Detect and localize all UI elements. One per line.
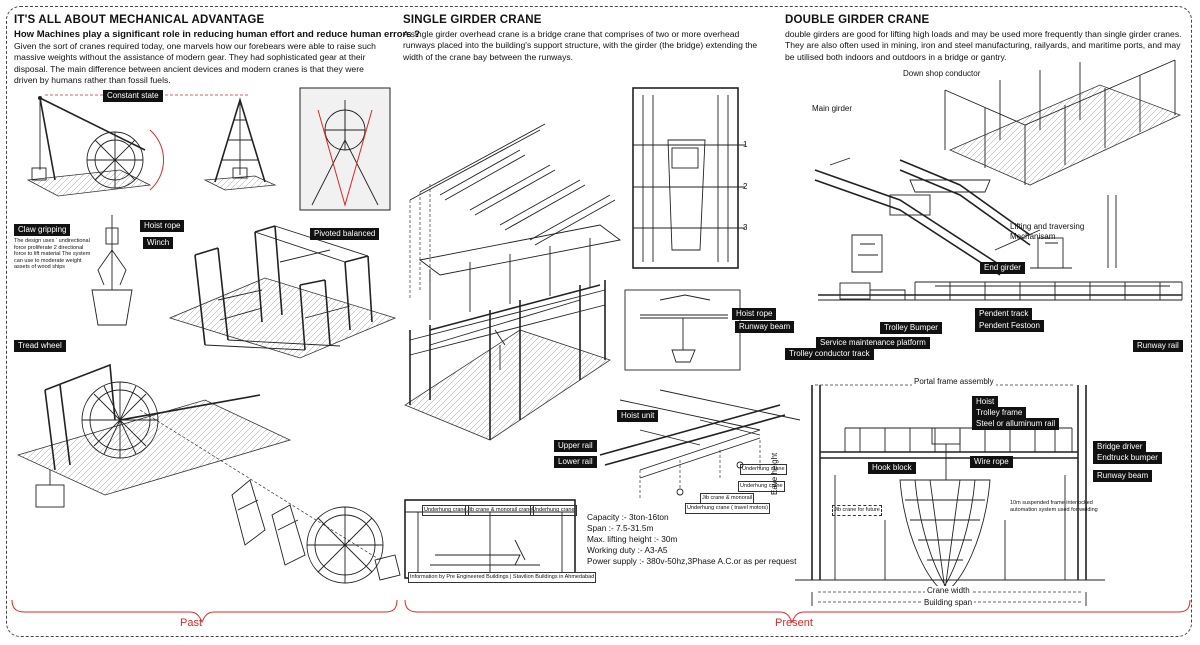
- building-frame-drawing: [944, 59, 1182, 268]
- past-subtitle: How Machines play a significant role in …: [14, 29, 420, 40]
- label-trolley-bumper: Trolley Bumper: [880, 322, 942, 334]
- plan-view-drawing: [632, 87, 745, 269]
- label-hoist-rope: Hoist rope: [140, 220, 185, 232]
- dashed-border: [6, 6, 1192, 637]
- timber-frame-drawing: [168, 225, 397, 359]
- section-label-1: Underhung crane: [422, 505, 469, 516]
- label-trolley-conductor: Trolley conductor track: [785, 348, 874, 360]
- jib-crane-drawing: [26, 96, 164, 197]
- label-underhung-crane-b: Underhung crane: [738, 481, 785, 492]
- label-service-platform: Service maintenance platform: [816, 337, 930, 349]
- section-credit: Information by Pre Engineered Buildings …: [408, 572, 597, 583]
- label-end-girder: End girder: [980, 262, 1025, 274]
- label-wire-rope: Wire rope: [970, 456, 1013, 468]
- plan-mark-2: 2: [743, 182, 748, 191]
- end-girder-drawing: [851, 234, 1072, 273]
- label-winch: Winch: [143, 237, 174, 249]
- label-building-span: Building span: [922, 598, 975, 608]
- past-title: IT'S ALL ABOUT MECHANICAL ADVANTAGE: [14, 14, 265, 26]
- label-bridge-driver: Bridge driver: [1093, 441, 1147, 453]
- label-endtruck-bumper: Endtruck bumper: [1093, 452, 1162, 464]
- single-text: A single girder overhead crane is a brid…: [403, 29, 758, 62]
- label-main-girder: Main girder: [812, 104, 853, 113]
- label-upper-rail: Upper rail: [554, 440, 597, 452]
- label-claw-gripping: Claw gripping: [14, 224, 71, 236]
- label-eave-height: Eave height: [770, 452, 779, 495]
- label-jib-crane-monorail: Jib crane & monorail: [700, 493, 755, 504]
- label-tread-wheel: Tread wheel: [14, 340, 66, 352]
- exploded-single-girder-drawing: [404, 123, 622, 441]
- label-underhung-travel: Underhung crane ( travel motors): [685, 503, 771, 514]
- label-crane-width: Crane width: [925, 586, 972, 596]
- double-title: DOUBLE GIRDER CRANE: [785, 14, 930, 26]
- era-past: Past: [180, 617, 203, 629]
- era-present: Present: [775, 617, 813, 629]
- explode-guide: [139, 409, 381, 561]
- pivoted-balance-drawing: [299, 87, 391, 211]
- label-underhung-crane-a: Underhung crane: [740, 464, 787, 475]
- label-welding-note: 10m suspended frame interlocked automati…: [1010, 500, 1098, 513]
- label-constant-state: Constant state: [103, 90, 163, 102]
- claw-hoist-drawing: [91, 215, 133, 326]
- label-lifting-traversing: Lifting and traversing Mechanisam: [1010, 222, 1085, 241]
- section-label-2: Jib crane & monorail crane: [465, 505, 535, 516]
- label-jib-crane-future: Jib crane for future: [832, 505, 882, 516]
- plan-mark-1: 1: [743, 140, 748, 149]
- label-pendent-track: Pendent track: [975, 308, 1033, 320]
- section-label-3: Underhung crane: [530, 505, 577, 516]
- spec-power-supply: Power supply :- 380v-50hz,3Phase A.C.or …: [587, 556, 797, 566]
- claw-note: The design uses ‘ undirectional force pr…: [14, 238, 91, 270]
- a-frame-derrick-drawing: [203, 97, 277, 191]
- label-hook-block: Hook block: [868, 462, 916, 474]
- spec-lifting-height: Max. lifting height :- 30m: [587, 534, 678, 544]
- spec-capacity: Capacity :- 3ton-16ton: [587, 512, 669, 522]
- label-down-shop-conductor: Down shop conductor: [903, 69, 981, 78]
- label-pendent-festoon: Pendent Festoon: [975, 320, 1044, 332]
- spec-working-duty: Working duty :- A3-A5: [587, 545, 668, 555]
- double-text: double girders are good for lifting high…: [785, 29, 1182, 62]
- label-hoist: Hoist: [972, 396, 999, 408]
- underhung-rails-drawing: [599, 389, 801, 500]
- exploded-tread-wheel-drawing: [231, 479, 401, 584]
- past-bracket: [11, 599, 398, 624]
- label-steel-rail: Steel or alluminum rail: [972, 418, 1060, 430]
- hoist-section-drawing: [624, 289, 741, 371]
- label-portal-frame: Portal frame assembly: [912, 377, 996, 387]
- label-hoist-unit: Hoist unit: [617, 410, 659, 422]
- label-runway-rail: Runway rail: [1133, 340, 1183, 352]
- single-title: SINGLE GIRDER CRANE: [403, 14, 542, 26]
- plan-mark-3: 3: [743, 223, 748, 232]
- label-single-runway-beam: Runway beam: [735, 321, 795, 333]
- label-trolley-frame: Trolley frame: [972, 407, 1027, 419]
- label-pivoted-balanced: Pivoted balanced: [310, 228, 380, 240]
- spec-span: Span :- 7.5-31.5m: [587, 523, 654, 533]
- past-text: Given the sort of cranes required today,…: [14, 41, 376, 86]
- label-single-hoist-rope: Hoist rope: [732, 308, 777, 320]
- label-lower-rail: Lower rail: [554, 456, 597, 468]
- tread-wheel-crane-drawing: [16, 363, 292, 508]
- present-bracket: [404, 599, 1191, 624]
- double-girder-drawing: [814, 157, 1041, 276]
- runway-rail-drawing: [818, 281, 1183, 301]
- label-double-runway-beam: Runway beam: [1093, 470, 1153, 482]
